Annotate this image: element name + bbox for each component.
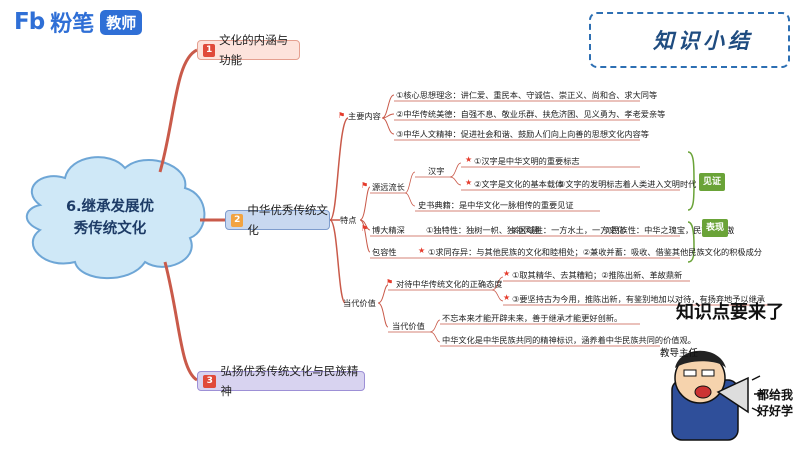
speech-line1: 都给我 — [757, 388, 794, 402]
center-cloud — [25, 156, 206, 280]
fenbi-logo: Fb 粉笔 教师 — [14, 8, 143, 37]
hanzi-item: ③文字的发明标志着人类进入文明时代 — [558, 179, 697, 189]
value-item: 中华文化是中华民族共同的精神标识，涵养着中华民族共同的价值观。 — [442, 335, 696, 345]
cartoon-speech: 都给我 好好学 — [757, 387, 793, 419]
star-icon: ★ — [503, 269, 511, 278]
branch-label: 文化的内涵与功能 — [219, 33, 289, 67]
features-label: 特点 — [340, 215, 357, 225]
boda-item: ③民族性：中华之瑰宝，民族之骄傲 — [604, 225, 735, 235]
cartoon-bubble: 知识点要来了 — [676, 302, 784, 323]
hanzi-item: ①汉字是中华文明的重要标志 — [474, 156, 580, 166]
branch-label: 中华优秀传统文化 — [247, 203, 328, 237]
summary-title: 知识小结 — [653, 28, 753, 53]
branch-culture-meaning: 1 文化的内涵与功能 — [197, 33, 300, 67]
tag-jianzheng: 见证 — [699, 173, 725, 191]
branch-label: 弘扬优秀传统文化与民族精神 — [220, 364, 359, 398]
flag-icon: ⚑ — [386, 278, 394, 287]
baorong-label: 包容性 — [372, 247, 397, 257]
branch-number: 3 — [203, 374, 217, 388]
hanzi-label: 汉字 — [428, 166, 445, 176]
shiji-item: 史书典籍：是中华文化一脉相传的重要见证 — [418, 200, 574, 210]
center-title-line2: 秀传统文化 — [73, 221, 147, 237]
attitude-label: 对待中华传统文化的正确态度 — [396, 279, 503, 289]
center-title-line1: 6.继承发展优 — [65, 199, 155, 215]
star-icon: ★ — [503, 293, 511, 302]
summary-box: 知识小结 — [589, 12, 790, 68]
yuanyuan-label: 源远流长 — [372, 182, 405, 192]
value-label: 当代价值 — [392, 321, 425, 331]
flag-icon: ⚑ — [361, 181, 369, 190]
boda-item: ②区域性：一方水土，一方文化 — [511, 225, 625, 235]
branch-national-spirit: 3 弘扬优秀传统文化与民族精神 — [197, 364, 365, 398]
hanzi-item: ②文字是文化的基本载体 — [474, 179, 564, 189]
center-topic: 6.继承发展优 秀传统文化 — [45, 196, 175, 240]
teacher-label: 教导主任 — [660, 348, 699, 359]
flag-icon: ⚑ — [361, 224, 369, 233]
branch-number: 2 — [231, 213, 244, 227]
star-icon: ★ — [465, 178, 473, 187]
logo-mark: Fb — [14, 9, 45, 35]
logo-badge: 教师 — [100, 9, 143, 35]
flag-icon: ⚑ — [338, 111, 346, 120]
value-item: 不忘本来才能开辟未来，善于继承才能更好创新。 — [442, 313, 623, 323]
branch-number: 1 — [203, 43, 216, 57]
baorong-item: ①求同存异：与其他民族的文化和睦相处；②兼收并蓄：吸收、借鉴其他民族文化的积极成… — [428, 247, 762, 257]
speech-line2: 好好学 — [757, 404, 794, 418]
main-content-item: ②中华传统美德：自强不息、敬业乐群、扶危济困、见义勇为、孝老爱亲等 — [396, 109, 666, 119]
star-icon: ★ — [418, 246, 426, 255]
teacher-cartoon — [671, 350, 764, 441]
attitude-item: ①取其精华、去其糟粕；②推陈出新、革故鼎新 — [512, 270, 683, 280]
boda-item: ①独特性：独树一帜、独领风骚 — [426, 225, 540, 235]
main-content-item: ①核心思想理念：讲仁爱、重民本、守诚信、崇正义、尚和合、求大同等 — [396, 90, 658, 100]
tag-biaoxian: 表现 — [702, 219, 728, 237]
main-content-item: ③中华人文精神：促进社会和谐、鼓励人们向上向善的思想文化内容等 — [396, 129, 649, 139]
attitude-item: ③要坚持古为今用，推陈出新，有鉴别地加以对待，有扬弃地予以继承 — [512, 294, 765, 304]
logo-brand: 粉笔 — [50, 12, 95, 37]
boda-label: 博大精深 — [372, 225, 405, 235]
modern-value-label: 当代价值 — [343, 298, 376, 308]
star-icon: ★ — [465, 155, 473, 164]
main-content-label: 主要内容 — [348, 111, 381, 121]
branch-traditional-culture: 2 中华优秀传统文化 — [225, 203, 330, 237]
